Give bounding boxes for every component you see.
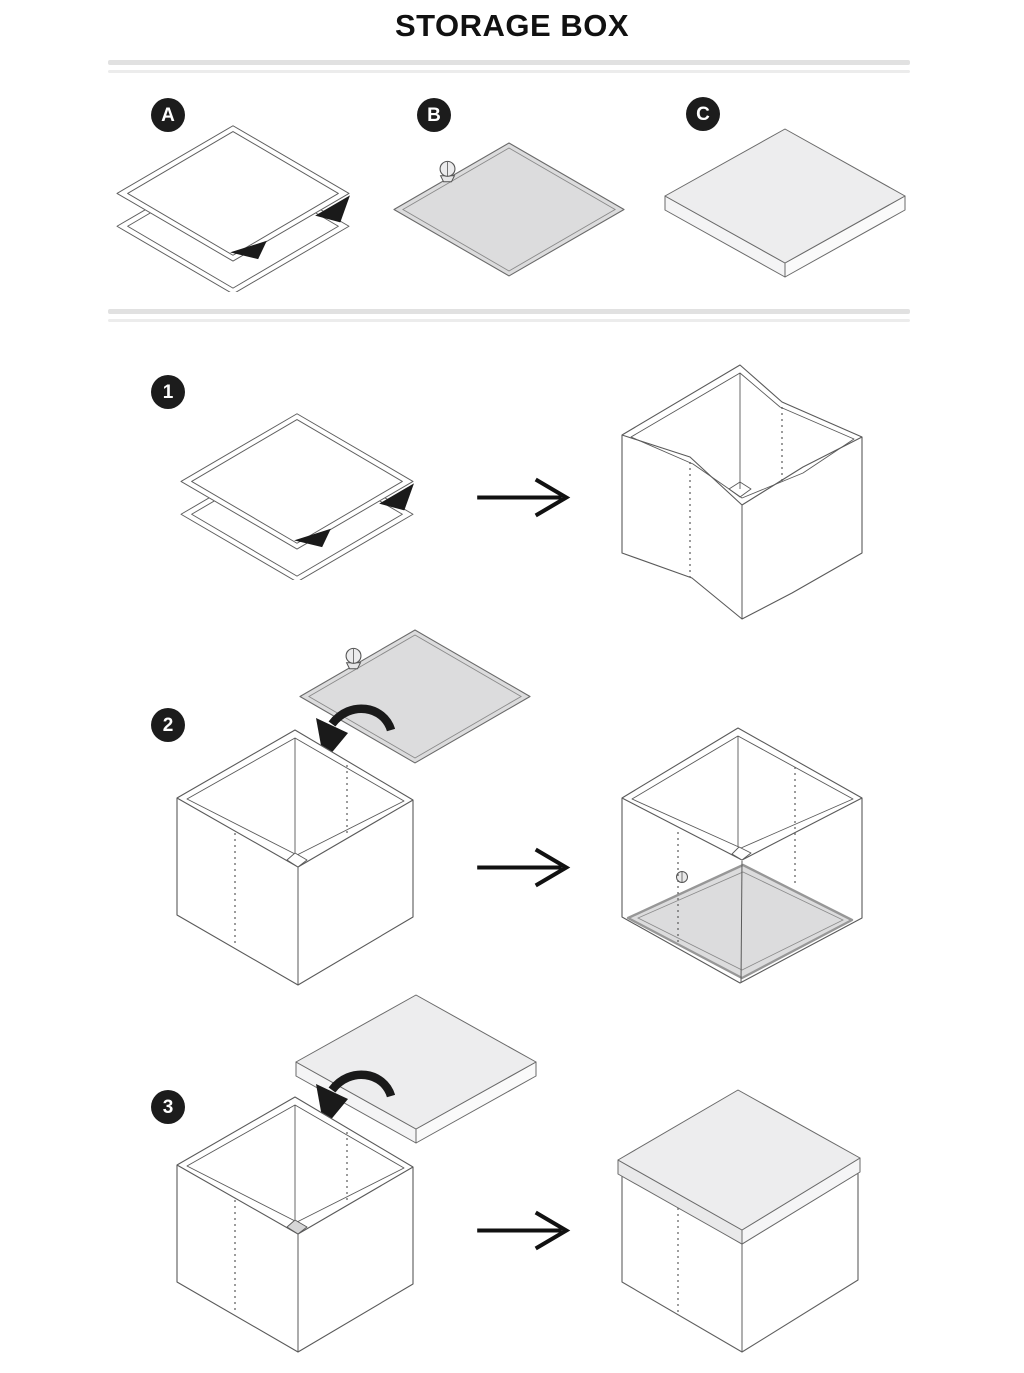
step-1-badge: 1 — [151, 375, 185, 409]
part-b-label: B — [427, 104, 441, 126]
base-panel-icon — [299, 629, 531, 764]
step-3-number: 3 — [162, 1096, 174, 1118]
part-c-label: C — [696, 103, 710, 125]
folded-shell-icon — [116, 125, 350, 292]
step-1-number: 1 — [162, 381, 174, 403]
part-a-folded-shell-figure — [112, 118, 354, 292]
step-1-open-shell-figure — [600, 352, 872, 636]
right-arrow-icon — [477, 477, 571, 518]
open-box-with-base-icon — [176, 1096, 414, 1353]
part-c-badge: C — [686, 97, 720, 131]
lid-icon — [664, 128, 906, 278]
right-arrow-icon — [477, 1210, 571, 1251]
closed-box-icon — [617, 1089, 861, 1353]
step-3-closed-box-figure — [605, 1088, 863, 1354]
step-3-lid-figure — [291, 986, 541, 1148]
step-1-arrow — [471, 475, 577, 520]
fold-flap-right — [315, 195, 350, 223]
open-box-icon — [176, 729, 414, 986]
fold-flap-bottom — [230, 240, 267, 260]
step-2-open-box-figure — [166, 722, 424, 990]
step-3-badge: 3 — [151, 1090, 185, 1124]
part-b-badge: B — [417, 98, 451, 132]
part-a-badge: A — [151, 98, 185, 132]
lid-icon — [295, 994, 537, 1144]
divider-top — [108, 60, 910, 73]
step-1-folded-shell-figure — [176, 406, 418, 580]
installed-base-panel — [626, 863, 854, 980]
step-2-base-panel-figure — [296, 621, 534, 766]
page-title: STORAGE BOX — [394, 8, 630, 43]
step-2-number: 2 — [162, 714, 174, 736]
lid-on-box — [617, 1089, 861, 1245]
fold-flap-bottom — [294, 528, 331, 548]
base-visible-through-opening — [286, 1219, 308, 1235]
part-a-label: A — [161, 104, 175, 126]
popped-open-box-icon — [621, 364, 863, 620]
fold-flap-right — [379, 483, 414, 511]
divider-parts — [108, 309, 910, 322]
step-2-box-with-base-figure — [607, 715, 869, 991]
right-arrow-icon — [477, 847, 571, 888]
step-2-badge: 2 — [151, 708, 185, 742]
box-with-base-icon — [621, 727, 863, 984]
step-2-arrow — [471, 845, 577, 890]
step-3-open-box-figure — [166, 1089, 424, 1357]
step-3-arrow — [471, 1208, 577, 1253]
part-b-base-panel-figure — [390, 134, 628, 279]
base-panel-icon — [393, 142, 625, 277]
part-c-lid-figure — [660, 120, 910, 282]
folded-shell-icon — [180, 413, 414, 580]
